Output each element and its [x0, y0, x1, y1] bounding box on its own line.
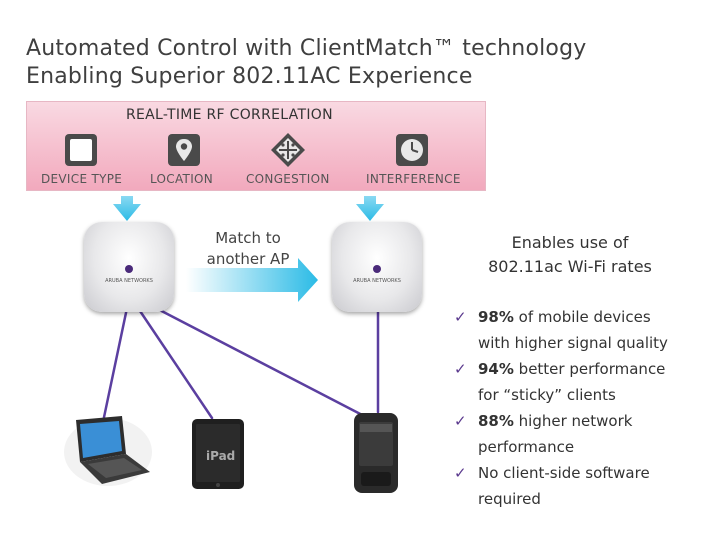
benefit-item: ✓ 88% higher network performance — [454, 408, 716, 460]
benefits-list: ✓ 98% of mobile devices with higher sign… — [454, 304, 716, 512]
benefit-text-line-2: required — [478, 490, 541, 508]
benefit-text: higher network — [513, 412, 633, 430]
check-icon: ✓ — [454, 360, 467, 378]
ipad-icon — [192, 419, 244, 489]
aruba-logo-icon — [125, 264, 133, 273]
benefit-bold: 98% — [478, 308, 514, 326]
ap-brand-label: ARUBA NETWORKS — [353, 277, 401, 284]
device-square-icon — [65, 134, 97, 166]
factor-label-interference: INTERFERENCE — [366, 172, 461, 186]
benefit-item: ✓ No client-side software required — [454, 460, 716, 512]
location-pin-icon — [168, 134, 200, 166]
slide-title-line-2: Enabling Superior 802.11AC Experience — [26, 64, 473, 89]
clock-icon — [396, 134, 428, 166]
factor-label-congestion: CONGESTION — [246, 172, 330, 186]
ipad-label: iPad — [206, 449, 236, 463]
smartphone-icon — [354, 413, 398, 493]
match-text-line-2: another AP — [206, 250, 290, 268]
benefit-bold: 94% — [478, 360, 514, 378]
check-icon: ✓ — [454, 464, 467, 482]
factor-label-device-type: DEVICE TYPE — [41, 172, 123, 186]
check-icon: ✓ — [454, 412, 467, 430]
wireless-links — [101, 303, 380, 424]
benefit-item: ✓ 94% better performance for “sticky” cl… — [454, 356, 716, 408]
down-arrow-left — [113, 196, 141, 221]
benefit-text-line-2: with higher signal quality — [478, 334, 668, 352]
benefit-text: No client-side software — [478, 464, 650, 482]
link-ap1-phone-old — [148, 303, 370, 420]
check-icon: ✓ — [454, 308, 467, 326]
rf-correlation-heading: REAL-TIME RF CORRELATION — [126, 107, 333, 123]
match-text-line-1: Match to — [215, 229, 281, 247]
benefit-item: ✓ 98% of mobile devices with higher sign… — [454, 304, 716, 356]
match-arrow — [186, 258, 318, 302]
enables-text-line-2: 802.11ac Wi-Fi rates — [488, 257, 652, 276]
link-ap1-ipad — [136, 306, 214, 420]
aruba-logo-icon — [373, 264, 381, 273]
factor-label-location: LOCATION — [150, 172, 214, 186]
access-point-right: ARUBA NETWORKS — [332, 222, 422, 312]
access-point-left: ARUBA NETWORKS — [84, 222, 174, 312]
benefit-text: of mobile devices — [513, 308, 651, 326]
benefit-text: better performance — [513, 360, 666, 378]
benefit-text-line-2: for “sticky” clients — [478, 386, 616, 404]
enables-text-line-1: Enables use of — [511, 233, 629, 252]
benefit-bold: 88% — [478, 412, 514, 430]
enables-text: Enables use of 802.11ac Wi-Fi rates — [470, 231, 670, 279]
congestion-diamond-icon — [271, 133, 305, 167]
slide-title-line-1: Automated Control with ClientMatch™ tech… — [26, 36, 587, 61]
ap-brand-label: ARUBA NETWORKS — [105, 277, 153, 284]
link-ap1-laptop — [101, 306, 129, 424]
laptop-icon — [64, 416, 152, 486]
match-to-another-ap-text: Match to another AP — [196, 228, 300, 270]
benefit-text-line-2: performance — [478, 438, 575, 456]
down-arrow-right — [356, 196, 384, 221]
